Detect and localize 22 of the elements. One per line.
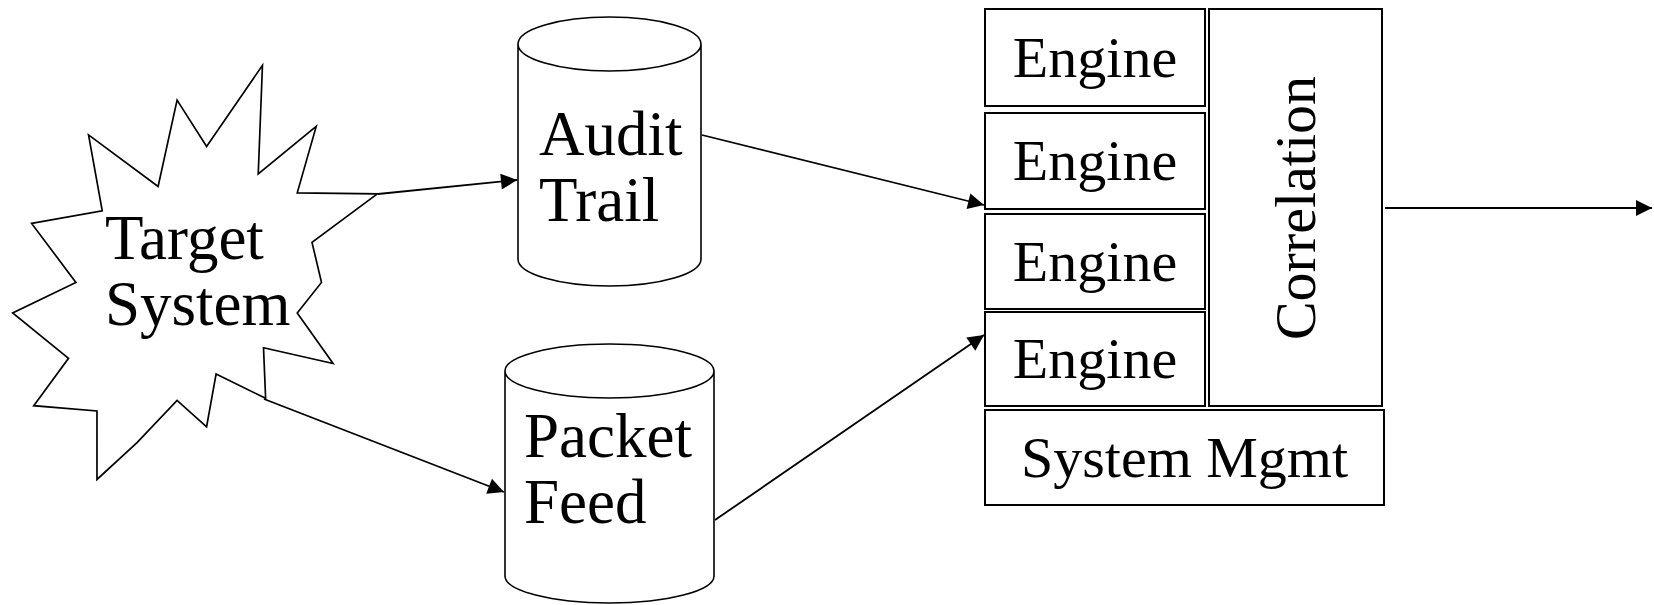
node-label: System Mgmt — [1020, 427, 1349, 488]
node-label: Engine — [1012, 231, 1178, 292]
engine-box — [984, 311, 1206, 407]
node-label: Packet Feed — [524, 403, 693, 536]
node-label: Correlation — [1265, 75, 1326, 340]
management-box — [984, 409, 1385, 506]
engine-box — [984, 112, 1206, 210]
database-cylinder — [504, 343, 715, 604]
node-label: Audit Trail — [539, 101, 684, 234]
arrow — [701, 134, 985, 209]
engine-box — [984, 213, 1206, 310]
node-label: Target System — [105, 205, 292, 338]
arrow — [377, 173, 518, 195]
node-label: Engine — [1012, 328, 1178, 390]
engine-box — [984, 8, 1206, 107]
arrow — [714, 334, 985, 521]
database-cylinder — [517, 16, 702, 287]
node-label: Engine — [1012, 27, 1178, 88]
correlation-box — [1208, 8, 1383, 407]
arrow — [1384, 200, 1653, 216]
node-label: Engine — [1012, 130, 1178, 192]
arrow — [263, 398, 505, 494]
